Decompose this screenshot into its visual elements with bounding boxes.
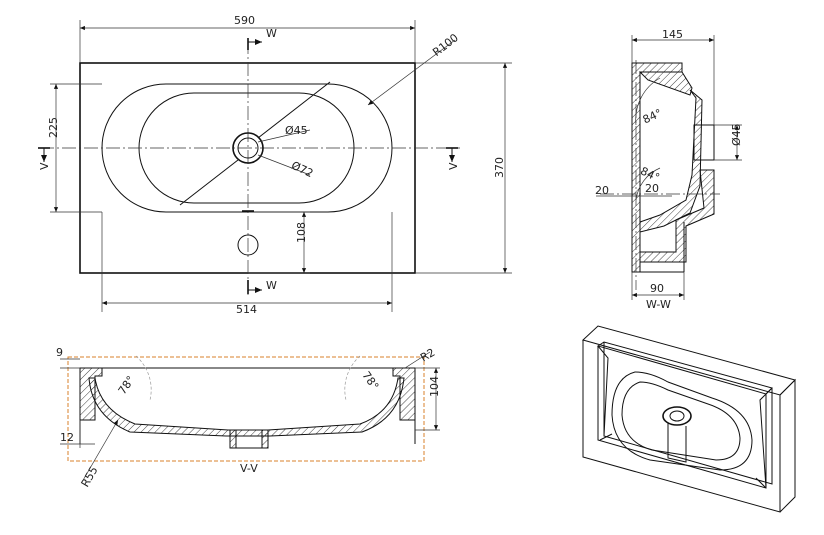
sink-outline (79, 62, 416, 274)
width-basin-label: 514 (236, 303, 257, 316)
section-marker-v-right: V (447, 162, 460, 170)
side-depth-label: 145 (662, 28, 683, 41)
drain-outer-label: Ø72 (289, 159, 315, 180)
section-radius-small-leader (404, 351, 431, 369)
isometric-view (582, 325, 796, 513)
top-view: R100 Ø45 Ø72 590 514 370 225 108 (38, 14, 512, 316)
iso-drain-ring (662, 406, 692, 426)
section-bowl-shell (88, 377, 405, 437)
side-bottom-label: 90 (650, 282, 664, 295)
width-overall-label: 590 (234, 14, 255, 27)
section-caption: V-V (240, 462, 258, 475)
side-wall-hatch (631, 62, 683, 273)
side-wall-b-label: 20 (645, 182, 659, 195)
side-drain-hatch (639, 169, 715, 263)
drain-inner-leader (257, 129, 311, 143)
radius-label: R100 (430, 31, 461, 59)
side-drain-label: Ø45 (730, 123, 743, 146)
section-marker-w-bottom: W (266, 279, 277, 292)
section-frame (67, 356, 425, 462)
height-basin-label: 225 (47, 117, 60, 138)
section-marker-w-top: W (266, 27, 277, 40)
side-drain-pipe (693, 124, 715, 161)
section-radius-large-leader (81, 419, 119, 483)
section-angle-right: 78° (359, 369, 381, 392)
section-view: 78° 78° 9 12 104 R2 R55 V-V (56, 346, 441, 490)
section-rim-label: 9 (56, 346, 63, 359)
iso-top-rim (582, 325, 796, 396)
side-view: 84° 84° 145 90 W-W Ø45 20 20 (595, 28, 743, 311)
radius-leader (367, 39, 456, 106)
drain-offset-label: 108 (295, 222, 308, 243)
section-radius-large: R55 (79, 464, 101, 489)
side-angle-top: 84° (641, 106, 664, 126)
iso-drain-pipe (667, 423, 687, 463)
tap-hole (237, 234, 259, 256)
iso-bowl (611, 371, 753, 471)
slope-line (179, 159, 239, 206)
section-radius-small: R2 (418, 346, 437, 365)
side-caption: W-W (646, 298, 671, 311)
section-height-label: 104 (428, 376, 441, 397)
drain-inner-circle (237, 137, 259, 159)
section-angle-left: 78° (116, 374, 138, 397)
drain-outer-circle (232, 132, 264, 164)
drain-inner-label: Ø45 (285, 124, 308, 137)
side-rim-hatch (638, 71, 693, 96)
section-marker-v-left: V (38, 162, 51, 170)
drain-outer-leader (257, 154, 311, 176)
side-wall-a-label: 20 (595, 184, 609, 197)
height-overall-label: 370 (493, 157, 506, 178)
slope-line (257, 81, 331, 139)
section-base-label: 12 (60, 431, 74, 444)
